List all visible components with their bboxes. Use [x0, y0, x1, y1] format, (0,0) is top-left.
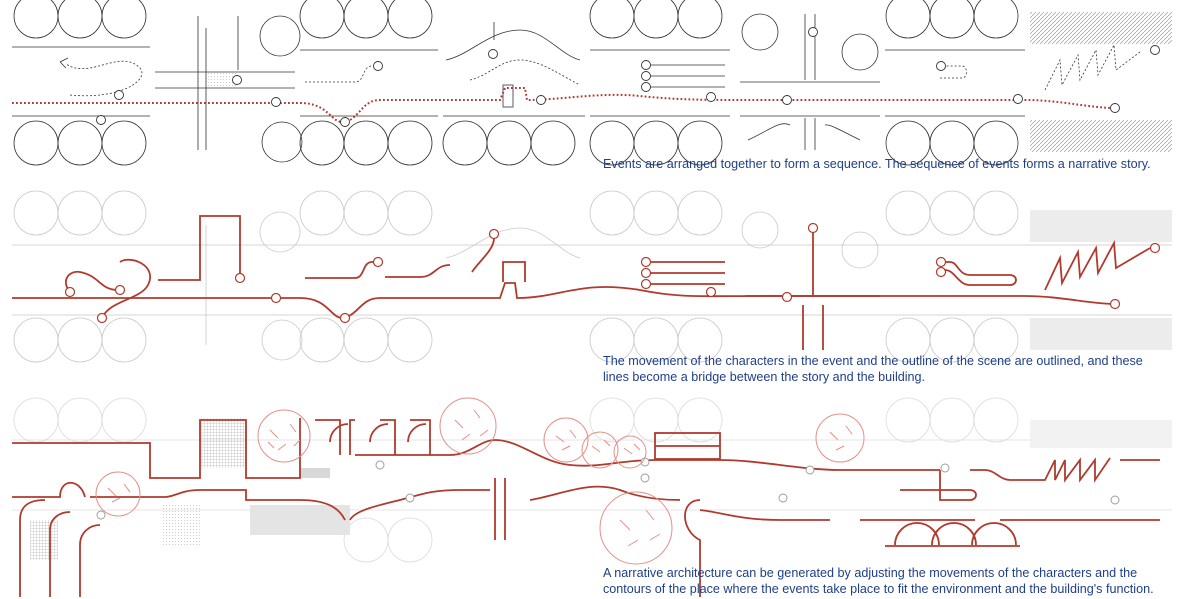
event-node-icon — [808, 27, 818, 37]
event-node-icon — [114, 284, 126, 296]
event-node-icon — [372, 256, 384, 268]
sequence-caption: Events are arranged together to form a s… — [603, 157, 1151, 171]
architecture-caption-line-1: A narrative architecture can be generate… — [603, 566, 1138, 580]
movement-outline-row — [12, 190, 1172, 363]
event-node-icon — [782, 95, 792, 105]
event-panel-1 — [12, 0, 150, 166]
event-node-icon — [706, 92, 716, 102]
event-node-icon — [781, 291, 793, 303]
event-node-icon — [640, 473, 650, 483]
event-node-icon — [405, 493, 415, 503]
tree-canopy-icon — [95, 471, 141, 517]
event-node-icon — [641, 60, 651, 70]
event-node-icon — [805, 465, 815, 475]
tree-canopy-icon — [581, 431, 619, 469]
movement-caption-line-1: The movement of the characters in the ev… — [603, 354, 1143, 368]
architecture-walls — [12, 418, 1160, 597]
event-node-icon — [640, 267, 652, 279]
tree-canopy-icon — [815, 413, 865, 463]
tree-canopy-icon — [439, 397, 497, 455]
event-node-icon — [1150, 45, 1160, 55]
event-node-icon — [1013, 94, 1023, 104]
event-panel-8 — [1030, 12, 1172, 152]
event-node-icon — [935, 266, 947, 278]
event-node-icon — [778, 493, 788, 503]
event-node-icon — [935, 256, 947, 268]
event-node-icon — [640, 278, 652, 290]
event-node-icon — [232, 75, 242, 85]
event-node-icon — [940, 463, 950, 473]
event-node-icon — [640, 256, 652, 268]
tree-canopy-icon — [257, 409, 311, 463]
event-node-icon — [1110, 103, 1120, 113]
architecture-caption: A narrative architecture can be generate… — [603, 566, 1154, 597]
event-node-icon — [271, 97, 281, 107]
event-panel-3 — [299, 0, 438, 166]
event-node-icon — [339, 312, 351, 324]
movement-caption: The movement of the characters in the ev… — [603, 354, 1143, 385]
event-panel-5 — [589, 0, 730, 166]
faint-context — [12, 190, 1172, 363]
architecture-caption-line-2: contours of the place where the events t… — [603, 581, 1154, 596]
floor-areas — [30, 418, 350, 560]
event-node-icon — [1110, 495, 1120, 505]
event-node-icon — [234, 272, 246, 284]
movement-caption-line-2: lines become a bridge between the story … — [603, 369, 926, 384]
movement-lines — [12, 215, 1151, 350]
event-node-icon — [375, 460, 385, 470]
event-node-icon — [270, 292, 282, 304]
tree-canopy-icon — [599, 491, 673, 565]
event-sequence-row — [12, 0, 1172, 166]
event-node-icon — [1149, 242, 1161, 254]
event-node-icon — [641, 71, 651, 81]
event-node-icon — [1109, 298, 1121, 310]
event-node-icon — [340, 117, 350, 127]
event-node-icon — [536, 95, 546, 105]
event-node-icon — [705, 286, 717, 298]
event-node-icon — [936, 61, 946, 71]
tree-canopy-icon — [613, 435, 647, 469]
event-node-icon — [488, 49, 498, 59]
event-panel-7 — [885, 0, 1025, 166]
event-panel-6 — [740, 13, 880, 150]
event-node-icon — [488, 228, 500, 240]
tree-canopy-icon — [543, 417, 589, 463]
event-panel-2 — [155, 15, 303, 163]
event-node-icon — [96, 312, 108, 324]
event-node-icon — [96, 115, 106, 125]
event-node-icon — [64, 286, 76, 298]
event-node-icon — [114, 90, 124, 100]
event-node-icon — [641, 82, 651, 92]
architecture-plan-row — [12, 397, 1172, 597]
event-node-icon — [373, 61, 383, 71]
event-panel-4 — [442, 22, 585, 166]
event-node-icon — [807, 222, 819, 234]
story-path-dotted — [12, 87, 1116, 124]
event-node-icon — [96, 510, 106, 520]
